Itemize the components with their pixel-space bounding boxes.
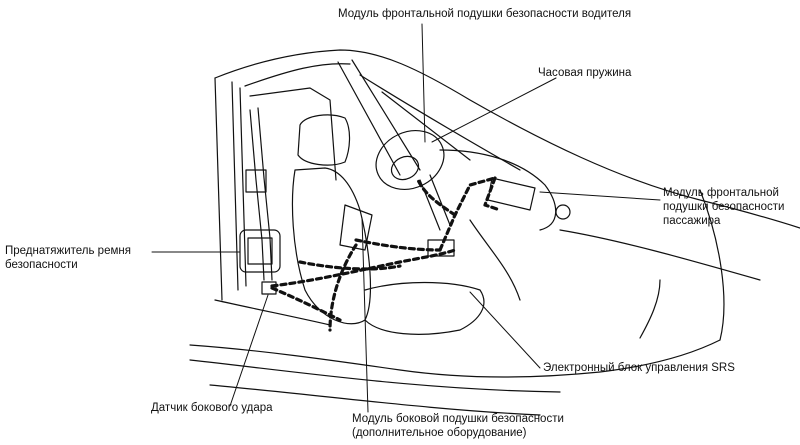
label-passenger-airbag-line2: подушки безопасности bbox=[663, 201, 785, 213]
label-clock-spring: Часовая пружина bbox=[538, 67, 632, 79]
srs-ecu-box bbox=[427, 239, 455, 257]
seat-belt bbox=[239, 107, 281, 295]
steering-and-dash bbox=[375, 130, 571, 301]
label-side-impact-sensor: Датчик бокового удара bbox=[151, 402, 273, 414]
label-side-airbag-line1: Модуль боковой подушки безопасности bbox=[352, 413, 564, 425]
wiring-harness bbox=[270, 176, 502, 332]
label-pretensioner-line2: безопасности bbox=[5, 259, 78, 271]
label-driver-airbag: Модуль фронтальной подушки безопасности … bbox=[338, 8, 632, 20]
car-body-outline bbox=[189, 49, 800, 416]
label-srs-ecu: Электронный блок управления SRS bbox=[543, 362, 735, 374]
label-side-airbag-line2: (дополнительное оборудование) bbox=[352, 427, 527, 439]
label-passenger-airbag: Модуль фронтальной подушки безопасности … bbox=[663, 186, 784, 228]
label-side-airbag: Модуль боковой подушки безопасности (доп… bbox=[352, 412, 564, 440]
label-passenger-airbag-line3: пассажира bbox=[663, 215, 721, 227]
label-passenger-airbag-line1: Модуль фронтальной bbox=[663, 187, 779, 199]
driver-seat bbox=[291, 114, 485, 335]
label-pretensioner: Преднатяжитель ремня безопасности bbox=[5, 244, 131, 272]
label-pretensioner-line1: Преднатяжитель ремня bbox=[5, 245, 131, 257]
leader-lines bbox=[151, 23, 661, 413]
